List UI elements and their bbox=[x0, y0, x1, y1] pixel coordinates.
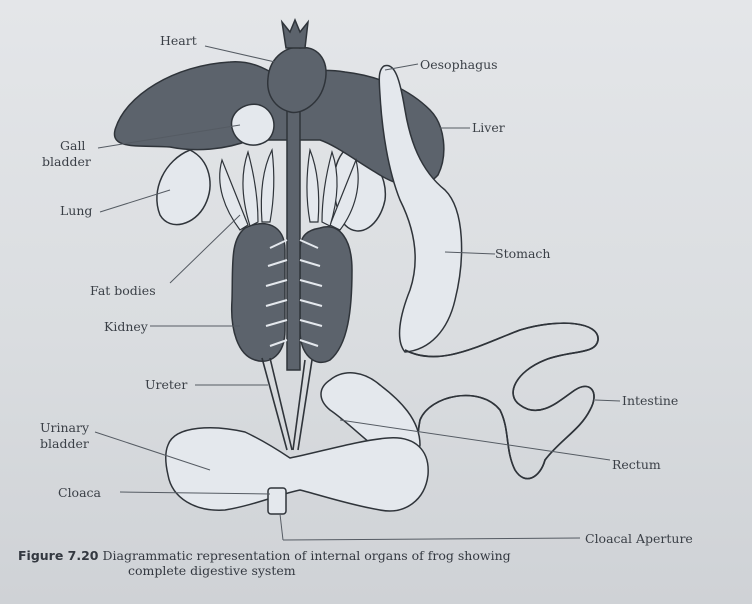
label-cloaca: Cloaca bbox=[58, 486, 101, 500]
label-kidney: Kidney bbox=[104, 320, 148, 334]
caption-line1: Diagrammatic representation of internal … bbox=[103, 548, 511, 563]
label-stomach: Stomach bbox=[495, 247, 550, 261]
label-fat-bodies: Fat bodies bbox=[90, 284, 156, 298]
ureter-left bbox=[262, 358, 287, 450]
label-rectum: Rectum bbox=[612, 458, 661, 472]
label-ureter: Ureter bbox=[145, 378, 187, 392]
label-urinary-bladder-line1: Urinary bbox=[40, 421, 89, 435]
ureter-right bbox=[293, 360, 305, 450]
figure-number: Figure 7.20 bbox=[18, 548, 99, 563]
label-cloacal-aperture: Cloacal Aperture bbox=[585, 532, 693, 546]
lung-left bbox=[157, 150, 210, 225]
caption-line2: complete digestive system bbox=[18, 563, 738, 578]
label-intestine: Intestine bbox=[622, 394, 678, 408]
label-heart: Heart bbox=[160, 34, 197, 48]
truncus-arteriosus bbox=[282, 20, 308, 48]
label-liver: Liver bbox=[472, 121, 505, 135]
intestine bbox=[405, 323, 598, 478]
figure-caption: Figure 7.20 Diagrammatic representation … bbox=[18, 548, 738, 578]
urinary-bladder bbox=[166, 428, 428, 511]
cloaca bbox=[268, 488, 286, 514]
dorsal-aorta bbox=[287, 100, 300, 370]
label-urinary-bladder-line2: bladder bbox=[40, 437, 89, 451]
label-lung: Lung bbox=[60, 204, 92, 218]
label-oesophagus: Oesophagus bbox=[420, 58, 498, 72]
gall-bladder bbox=[232, 104, 274, 145]
label-gall-bladder-line1: Gall bbox=[60, 139, 85, 153]
label-gall-bladder-line2: bladder bbox=[42, 155, 91, 169]
